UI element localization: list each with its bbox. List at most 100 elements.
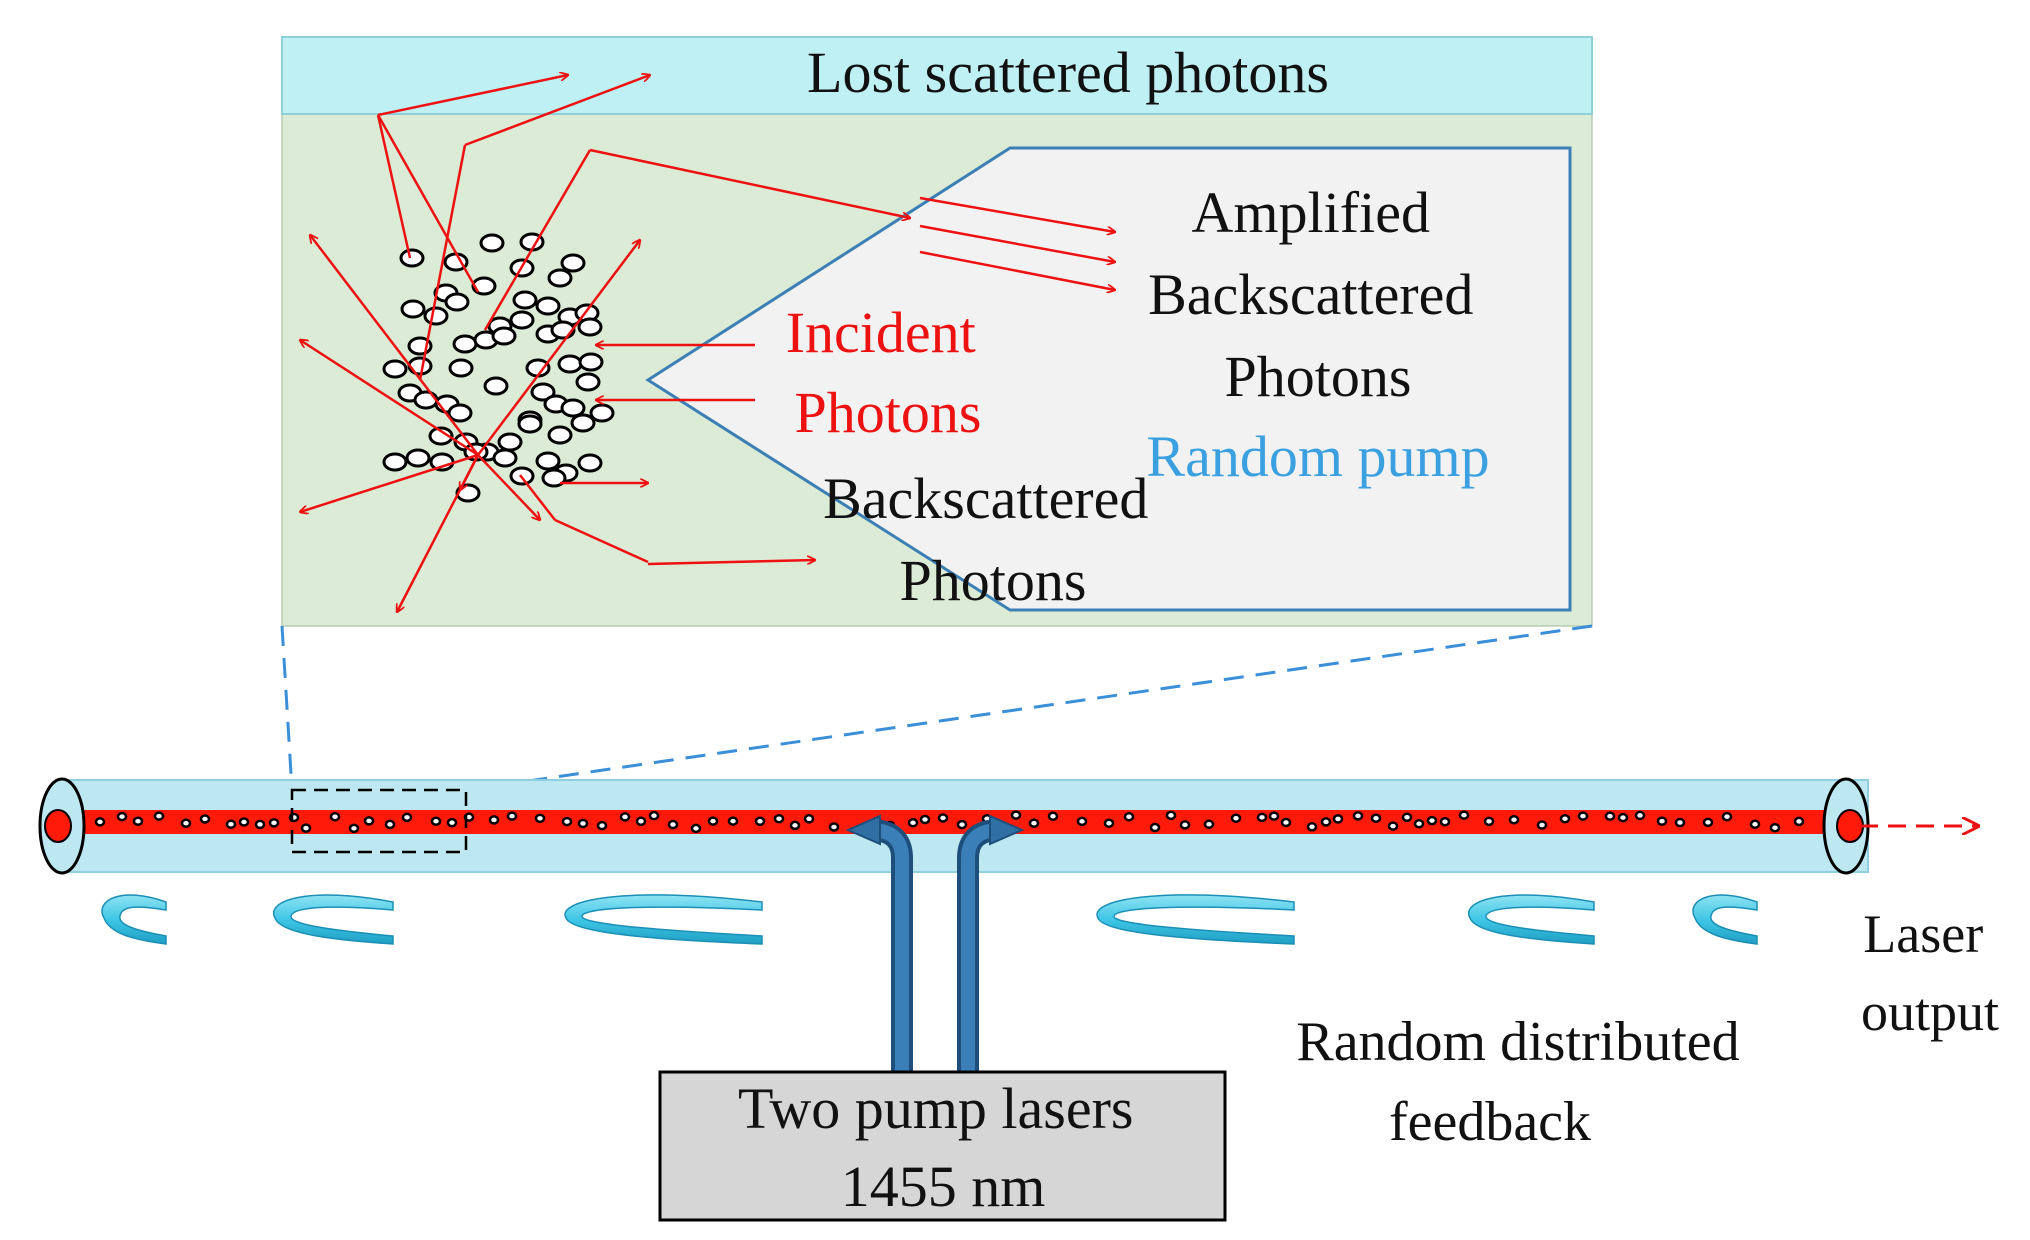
scatter-particle [577,317,603,337]
zoom-source-box [290,788,468,854]
fiber-particle [254,819,266,830]
random-pump-label: Random pump [1146,424,1489,489]
scatter-particle [577,453,603,473]
scatter-particle [560,253,586,273]
fiber-particle [430,816,442,826]
scatter-particle [447,403,473,423]
fiber-particle [1413,818,1425,829]
scatter-particle [483,376,509,396]
scatter-particle [479,233,505,253]
photon-arrow [418,144,467,381]
scatter-particle [560,398,586,418]
photon-arrow [554,518,649,564]
fiber-particle [1458,810,1470,820]
fiber-particle [803,814,815,824]
fiber-particle [828,822,840,832]
fiber-particle [1536,820,1548,830]
scatter-particle [407,356,433,376]
amplified-photon-arrow [919,196,1115,232]
fiber-particle [561,816,573,827]
photon-arrow [376,114,480,293]
fiber-particle [690,823,702,834]
zoom-guide-lines [280,624,1593,792]
fiber-particle [300,823,312,833]
fiber-particle [446,817,458,828]
scatter-particle [557,354,583,374]
fiber-particle [1749,819,1761,830]
fiber-particle [1256,812,1268,823]
scatter-particle [547,268,573,288]
fiber-particle [1028,818,1040,828]
amplified-backscattered-label: Amplified Backscattered Photons [1148,180,1488,409]
fiber-particle [1674,817,1686,828]
fiber-particle [1721,811,1733,822]
incident-photons-label: Incident Photons [786,300,991,445]
laser-output-label: Laser output [1861,904,1999,1042]
fiber-particle [1656,816,1668,826]
photon-arrow [376,114,412,259]
amplified-photon-arrow [919,224,1115,262]
fiber-particle [1617,812,1629,823]
scatter-particle [399,248,425,268]
scatter-particle [400,299,426,319]
feedback-ribbon [564,894,763,945]
feedback-ribbon [101,894,167,945]
fiber-particle [199,814,211,824]
fiber-particle [1769,822,1781,833]
optical-fiber [38,777,1870,875]
fiber-scatter-particles [94,810,1805,834]
photon-arrows [300,75,1115,612]
fiber-particle [1165,810,1177,821]
lost-photon-arrow [464,75,650,147]
fiber-right-core [1836,809,1864,843]
fiber-particle [238,817,250,827]
fiber-particle [1076,816,1088,827]
pump-laser-box: Two pump lasers 1455 nm [658,1070,1227,1222]
fiber-particle [907,818,919,828]
fiber-particle [132,816,144,826]
scatter-particle [423,306,449,326]
scatter-particle [589,403,615,423]
fiber-particle [1634,810,1646,821]
scattered-photon-arrow [300,453,479,512]
scatter-particle [541,468,567,488]
feedback-ribbon [1467,894,1595,945]
fiber-particle [596,820,608,831]
scatter-particle [530,382,556,402]
scattered-photon-arrow [477,454,540,520]
fiber-particle [1010,810,1022,820]
fiber-particle [268,818,280,828]
fiber-particle [1508,814,1520,825]
scatter-particle [578,352,604,372]
fiber-particle [488,815,500,825]
fiber-particle [401,812,413,823]
fiber-particle [1439,816,1451,827]
fiber-particle [635,816,647,827]
scatter-particle [428,426,454,446]
fiber-particle [1577,811,1589,821]
fiber-particle [384,819,396,830]
scatter-particle [535,296,561,316]
fiber-particle [1559,814,1571,824]
scattered-photon-arrow [310,235,479,456]
scatter-particle [492,448,518,468]
scattered-photon-arrow [477,240,640,456]
inset-header-text: Lost scattered photons [807,40,1329,105]
fiber-particle [1352,811,1364,821]
fiber-particle [153,811,165,821]
feedback-ribbon [1096,894,1295,945]
fiber-particle [1387,821,1399,831]
fiber-particle [937,813,949,823]
fiber-particle [1793,816,1805,827]
scatter-particle [547,425,573,445]
scatter-particle [570,413,596,433]
scatter-particle [491,326,517,346]
fiber-particle [1280,817,1292,828]
fiber-particle [1179,820,1191,830]
backscatter-photon-arrow [647,560,815,566]
feedback-ribbon [1692,894,1758,945]
fiber-particle [1332,814,1344,824]
scatter-particle [413,390,439,410]
fiber-particle [116,811,128,822]
fiber-particle [1702,817,1714,828]
